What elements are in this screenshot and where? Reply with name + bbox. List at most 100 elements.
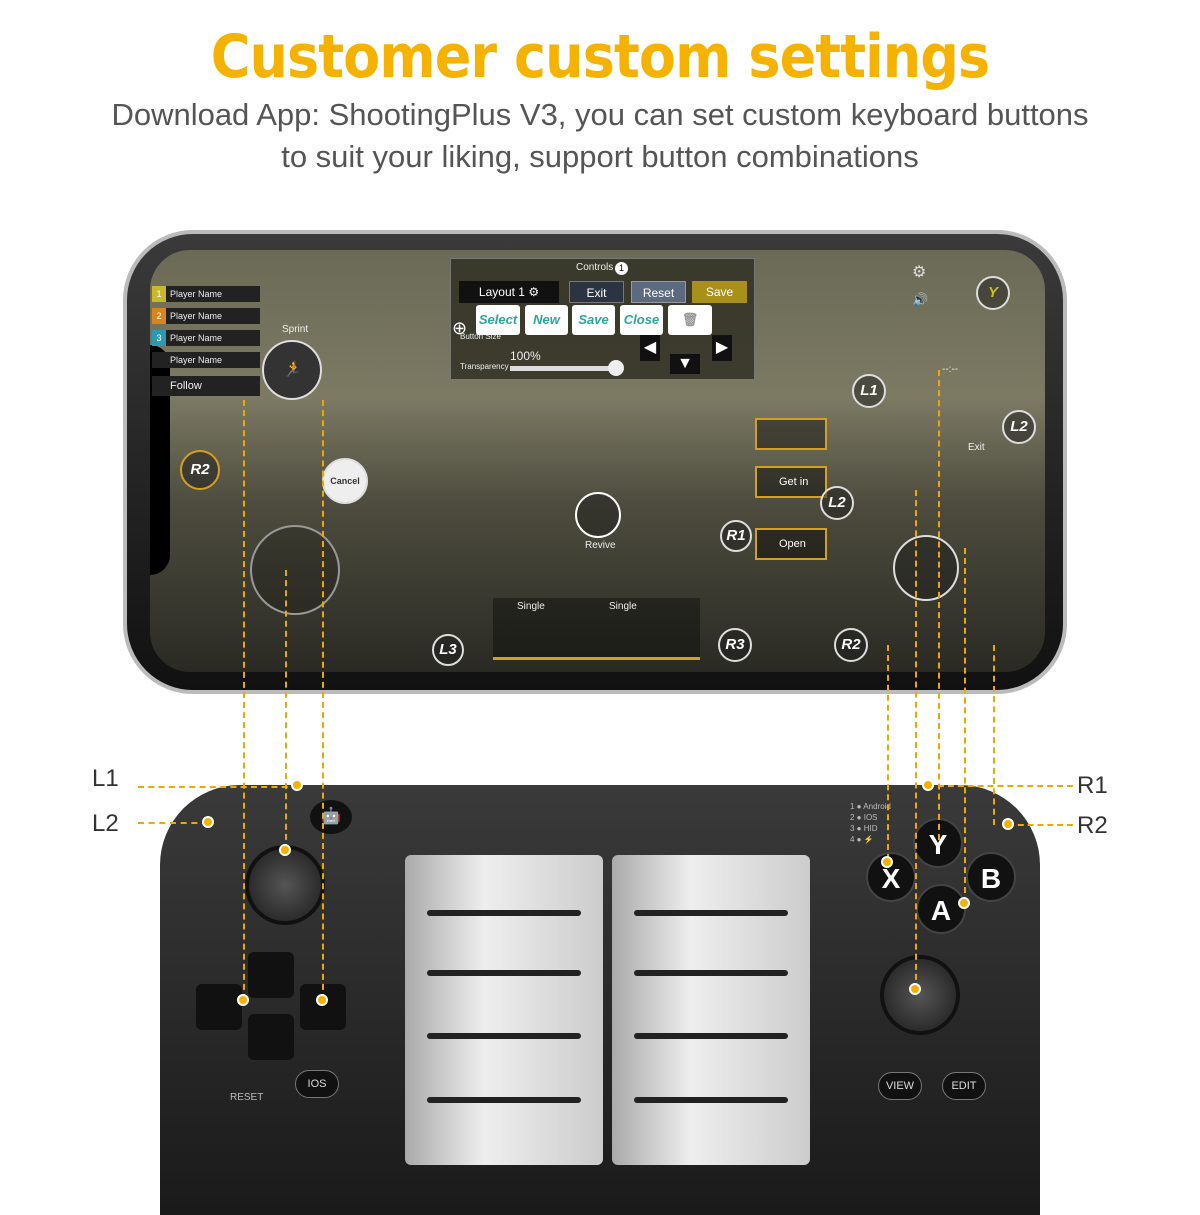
callout-line — [243, 400, 245, 1000]
callout-line — [928, 785, 1073, 787]
sprint-label: Sprint — [282, 324, 309, 335]
player-row: Player Name — [152, 352, 260, 368]
subtitle-line-1: Download App: ShootingPlus V3, you can s… — [111, 97, 1089, 132]
callout-dot — [202, 816, 214, 828]
phone-notch — [150, 345, 170, 575]
player-name: Player Name — [170, 355, 223, 365]
arrow-down-icon[interactable]: ▼ — [670, 354, 700, 374]
l2-label: L2 — [92, 810, 119, 837]
save-button[interactable]: Save — [692, 281, 747, 303]
controls-title: Controls — [576, 262, 614, 273]
arrow-left-icon[interactable]: ◀ — [640, 335, 660, 361]
sprint-button[interactable]: 🏃 — [262, 340, 322, 400]
a-button[interactable]: A — [916, 884, 966, 934]
callout-dot — [1002, 818, 1014, 830]
player-number: 2 — [152, 308, 166, 324]
subtitle-line-2: to suit your liking, support button comb… — [281, 139, 919, 174]
player-name: Player Name — [170, 289, 223, 299]
callout-dot — [881, 856, 893, 868]
callout-line — [285, 570, 287, 850]
left-clamp-plate — [405, 855, 603, 1165]
transparency-label: Transparency — [460, 362, 509, 371]
movement-joystick[interactable] — [250, 525, 340, 615]
mode-indicator: 3 ● HID — [850, 824, 878, 833]
r2-key-left[interactable]: R2 — [180, 450, 220, 490]
revive-button[interactable] — [575, 492, 621, 538]
close-button[interactable]: Close — [620, 305, 663, 335]
callout-dot — [922, 779, 934, 791]
callout-line — [887, 645, 889, 860]
callout-line — [915, 490, 917, 990]
callout-dot — [237, 994, 249, 1006]
player-number: 3 — [152, 330, 166, 346]
l1-label: L1 — [92, 765, 119, 792]
ammo-readout: --:-- — [942, 364, 959, 375]
r2-label: R2 — [1077, 812, 1108, 839]
callout-dot — [279, 844, 291, 856]
callout-line — [964, 548, 966, 903]
edit-button[interactable]: EDIT — [942, 1072, 986, 1100]
controls-badge: 1 — [615, 262, 628, 275]
speaker-icon[interactable]: 🔊 — [912, 292, 929, 307]
r3-key[interactable]: R3 — [718, 628, 752, 662]
new-button[interactable]: New — [525, 305, 568, 335]
callout-line — [138, 786, 298, 788]
layout-name: Layout 1 — [478, 285, 525, 299]
left-joystick[interactable] — [245, 845, 325, 925]
callout-line — [993, 645, 995, 825]
l3-key[interactable]: L3 — [432, 634, 464, 666]
l1-key[interactable]: L1 — [852, 374, 886, 408]
callout-dot — [291, 779, 303, 791]
get-in-button[interactable]: Get in — [755, 466, 827, 498]
l2-key-right[interactable]: L2 — [1002, 410, 1036, 444]
gear-icon: ⚙ — [528, 285, 540, 299]
mode-indicator: 2 ● IOS — [850, 813, 878, 822]
cancel-button[interactable]: Cancel — [322, 458, 368, 504]
button-size-label: Button Size — [460, 332, 501, 341]
player-name: Player Name — [170, 311, 223, 321]
l2-key-middle[interactable]: L2 — [820, 486, 854, 520]
ios-button[interactable]: IOS — [295, 1070, 339, 1098]
open-button[interactable]: Open — [755, 528, 827, 560]
exit-button[interactable]: Exit — [569, 281, 624, 303]
callout-dot — [958, 897, 970, 909]
page-title: Customer custom settings — [210, 22, 990, 92]
trash-icon[interactable]: 🗑 — [668, 305, 712, 335]
transparency-slider-handle[interactable] — [608, 360, 624, 376]
y-key[interactable]: Y — [976, 276, 1010, 310]
player-row: 2 Player Name — [152, 308, 260, 324]
mode-indicator: 1 ● Android — [850, 802, 891, 811]
dpad[interactable] — [196, 952, 348, 1062]
exit-label: Exit — [968, 442, 985, 453]
popup-save-button[interactable]: Save — [572, 305, 615, 335]
callout-line — [1008, 824, 1073, 826]
android-icon[interactable]: 🤖 — [310, 800, 352, 834]
player-number: 1 — [152, 286, 166, 302]
arrow-right-icon[interactable]: ▶ — [712, 335, 732, 361]
layout-select[interactable]: Layout 1 ⚙ — [459, 281, 559, 303]
transparency-slider[interactable] — [510, 366, 618, 371]
callout-dot — [316, 994, 328, 1006]
callout-dot — [909, 983, 921, 995]
callout-line — [138, 822, 208, 824]
right-joystick[interactable] — [880, 955, 960, 1035]
select-button[interactable]: Select — [476, 305, 520, 335]
add-icon[interactable]: ⊕ — [452, 318, 468, 338]
r2-key-bottom[interactable]: R2 — [834, 628, 868, 662]
view-button[interactable]: VIEW — [878, 1072, 922, 1100]
callout-line — [322, 400, 324, 1000]
reset-label: RESET — [230, 1092, 264, 1103]
weapon-bar — [493, 598, 700, 660]
gear-icon[interactable]: ⚙ — [912, 264, 927, 281]
vehicle-key[interactable] — [755, 418, 827, 450]
callout-line — [938, 370, 940, 840]
reset-button[interactable]: Reset — [631, 281, 686, 303]
player-row: 1 Player Name — [152, 286, 260, 302]
b-button[interactable]: B — [966, 852, 1016, 902]
mode-indicator: 4 ● ⚡ — [850, 835, 874, 844]
right-clamp-plate — [612, 855, 810, 1165]
r1-key[interactable]: R1 — [720, 520, 752, 552]
running-man-icon: 🏃 — [282, 361, 302, 378]
fire-button[interactable] — [893, 535, 959, 601]
